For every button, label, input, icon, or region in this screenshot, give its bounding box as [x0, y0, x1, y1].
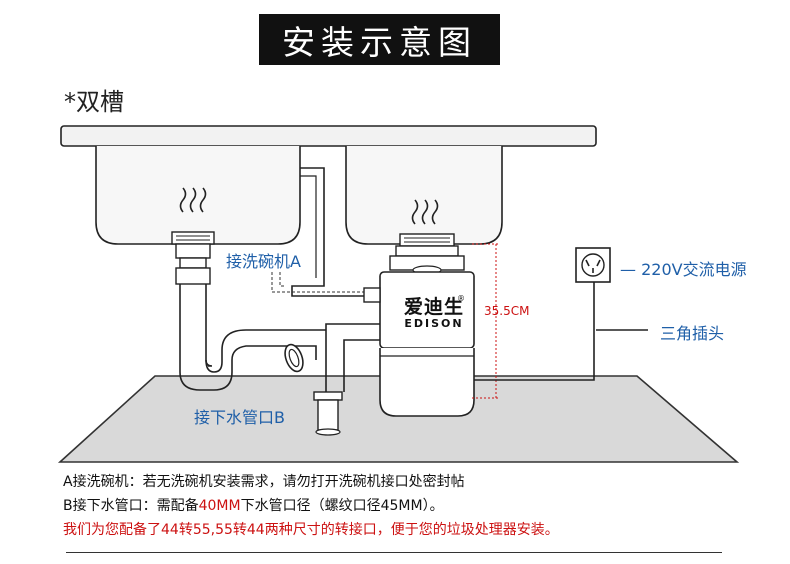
brand-en: EDISON	[404, 317, 464, 330]
installation-diagram	[57, 125, 740, 463]
label-power: — 220V交流电源	[620, 260, 747, 279]
label-dimension: 35.5CM	[484, 304, 530, 318]
subtitle-double-sink: *双槽	[64, 88, 124, 116]
registered-mark: ®	[457, 294, 465, 303]
diagram-title: 安装示意图	[282, 22, 477, 62]
left-drain-pipe	[179, 284, 296, 391]
left-drain-strainer	[171, 187, 215, 285]
label-plug: 三角插头	[660, 324, 725, 343]
power-outlet-icon	[575, 247, 611, 283]
left-sink-basin	[95, 146, 301, 245]
floor-drain-fitting	[313, 391, 343, 436]
disposer-outlet-pipe	[325, 323, 382, 392]
label-drain-b: 接下水管口B	[194, 408, 285, 427]
trap-coupling	[284, 343, 304, 373]
bottom-divider	[66, 552, 722, 553]
note-line-b: B接下水管口：需配备40MM下水管口径（螺纹口径45MM）。	[63, 494, 559, 518]
note-line-a: A接洗碗机：若无洗碗机安装需求，请勿打开洗碗机接口处密封帖	[63, 474, 465, 490]
brand-cn: 爱迪生	[403, 296, 464, 318]
garbage-disposer	[363, 245, 475, 417]
countertop	[60, 125, 597, 147]
note-line-adapter: 我们为您配备了44转55,55转44两种尺寸的转接口，便于您的垃圾处理器安装。	[63, 522, 559, 538]
label-dishwasher-a: 接洗碗机A	[226, 252, 301, 271]
dishwasher-hose-dashed	[271, 272, 372, 293]
power-cord	[474, 280, 595, 381]
installation-notes: A接洗碗机：若无洗碗机安装需求，请勿打开洗碗机接口处密封帖 B接下水管口：需配备…	[63, 470, 559, 542]
disposer-brand: 爱迪生 EDISON	[392, 292, 476, 330]
right-drain-strainer	[399, 199, 455, 247]
floor-slab	[57, 375, 740, 463]
right-sink-basin	[345, 146, 503, 245]
note-b-highlight: 40MM	[198, 498, 241, 514]
dimension-marker	[472, 243, 500, 399]
note-b-prefix: B接下水管口：需配备	[63, 498, 199, 514]
overflow-pipe	[291, 167, 372, 297]
title-banner: 安装示意图	[259, 14, 500, 65]
note-b-suffix: 下水管口径（螺纹口径45MM）。	[240, 498, 444, 514]
